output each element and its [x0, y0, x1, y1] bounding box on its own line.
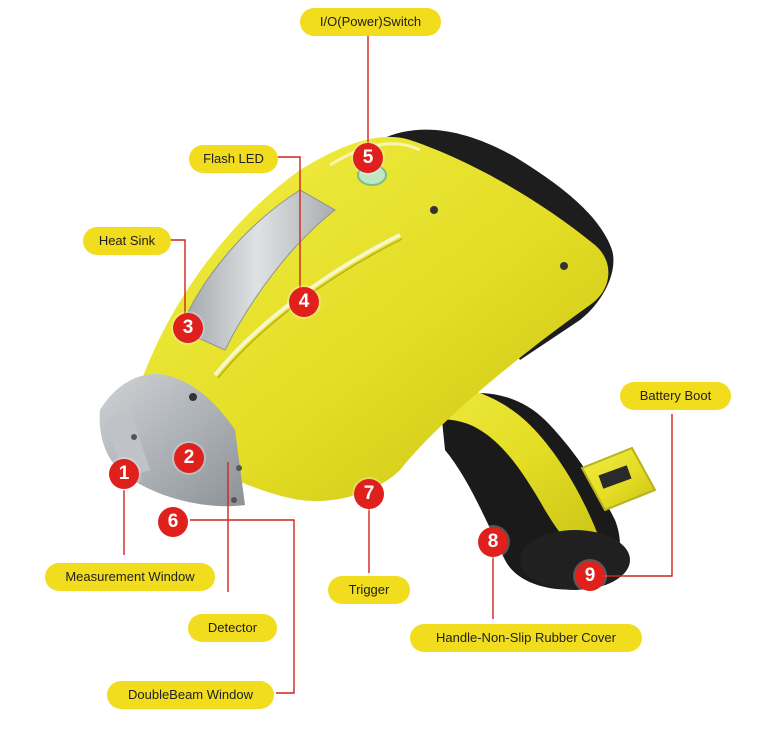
- label-flash-led: Flash LED: [189, 145, 278, 173]
- screw: [131, 434, 137, 440]
- badge-1: 1: [109, 459, 139, 489]
- screw: [231, 497, 237, 503]
- heat-sink: [179, 189, 336, 351]
- screw: [430, 206, 438, 214]
- top-highlight: [329, 142, 421, 167]
- label-handle-cover: Handle-Non-Slip Rubber Cover: [410, 624, 642, 652]
- screw: [560, 262, 568, 270]
- screw: [189, 393, 197, 401]
- label-battery-boot: Battery Boot: [620, 382, 731, 410]
- badge-9: 9: [575, 561, 605, 591]
- leader-heat-sink: [170, 239, 186, 315]
- screw: [236, 465, 242, 471]
- nose-face: [104, 410, 150, 478]
- leader-doublebeam-window: [190, 519, 295, 694]
- label-doublebeam-window: DoubleBeam Window: [107, 681, 274, 709]
- badge-3: 3: [173, 313, 203, 343]
- badge-5: 5: [353, 143, 383, 173]
- badge-4: 4: [289, 287, 319, 317]
- label-detector: Detector: [188, 614, 277, 642]
- label-power-switch: I/O(Power)Switch: [300, 8, 441, 36]
- label-heat-sink: Heat Sink: [83, 227, 171, 255]
- leader-battery-boot: [605, 414, 673, 577]
- label-trigger: Trigger: [328, 576, 410, 604]
- badge-2: 2: [174, 443, 204, 473]
- badge-8: 8: [478, 527, 508, 557]
- badge-6: 6: [158, 507, 188, 537]
- leader-lines: [123, 36, 673, 694]
- battery-latch-slot: [598, 465, 632, 489]
- leader-flash-led: [278, 156, 301, 290]
- label-measurement-window: Measurement Window: [45, 563, 215, 591]
- badge-7: 7: [354, 479, 384, 509]
